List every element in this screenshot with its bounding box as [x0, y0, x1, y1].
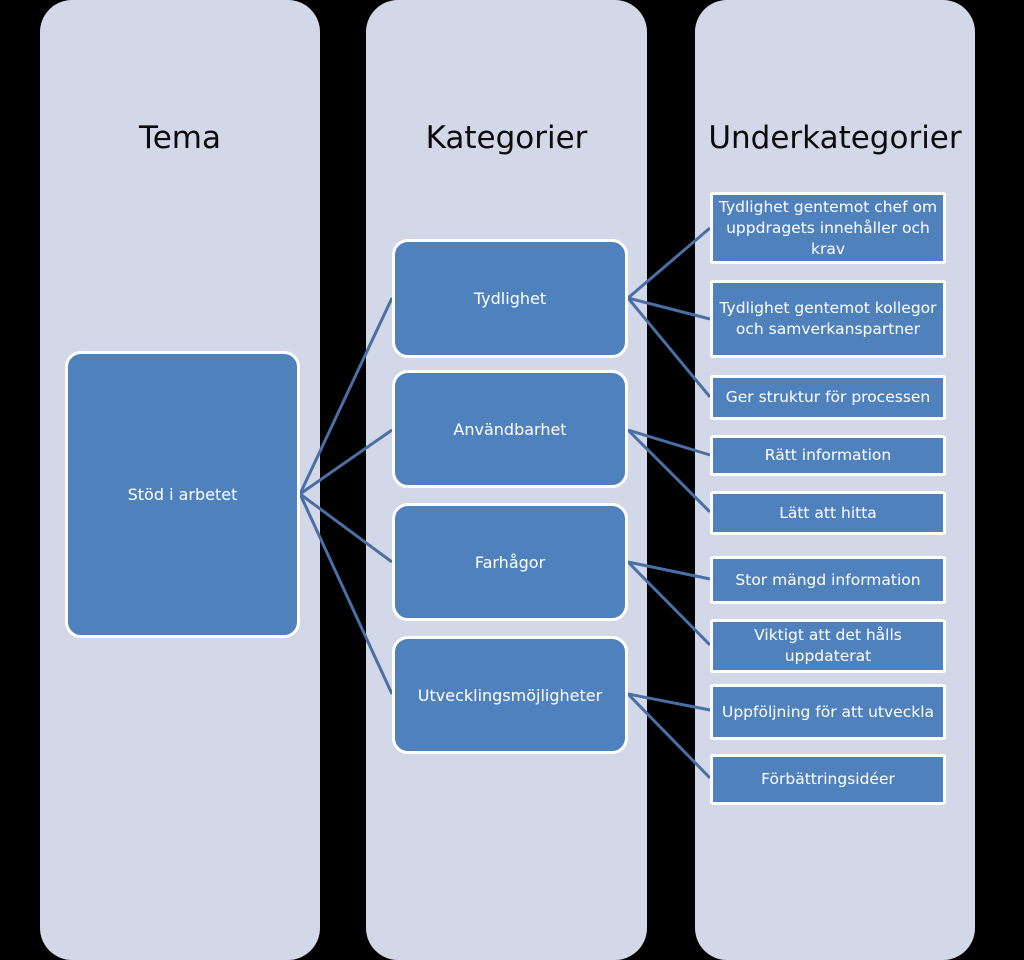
column-header-underkategorier: Underkategorier	[708, 120, 962, 156]
subcategory-box-5: Lätt att hitta	[710, 491, 946, 535]
connector-theme-utvecklingsmojligheter	[298, 493, 394, 695]
column-header-kategorier: Kategorier	[425, 120, 588, 156]
category-box-anvandbarhet: Användbarhet	[392, 370, 628, 488]
connector-theme-tydlighet	[298, 297, 394, 495]
connector-tydlighet-sub2	[627, 296, 711, 321]
connector-anvandbarhet-sub5	[626, 428, 712, 514]
subcategory-box-8: Uppföljning för att utveckla	[710, 684, 946, 740]
connector-theme-farhagor	[299, 492, 393, 564]
subcategory-box-7: Viktigt att det hålls uppdaterat	[710, 619, 946, 673]
subcategory-box-6: Stor mängd information	[710, 556, 946, 604]
connector-tydlighet-sub1	[627, 226, 711, 300]
column-header-tema: Tema	[139, 120, 221, 156]
subcategory-box-4: Rätt information	[710, 435, 946, 476]
connector-utveckling-sub9	[626, 692, 712, 780]
category-box-utvecklingsmojligheter: Utvecklingsmöjligheter	[392, 636, 628, 754]
category-box-tydlighet: Tydlighet	[392, 239, 628, 358]
connector-tydlighet-sub3	[626, 297, 712, 398]
subcategory-box-9: Förbättringsidéer	[710, 754, 946, 805]
subcategory-box-3: Ger struktur för processen	[710, 375, 946, 420]
connector-utveckling-sub8	[627, 692, 711, 712]
category-box-farhagor: Farhågor	[392, 503, 628, 621]
subcategory-box-1: Tydlighet gentemot chef om uppdragets in…	[710, 192, 946, 264]
connector-farhagor-sub7	[626, 560, 712, 647]
connector-anvandbarhet-sub4	[627, 428, 711, 457]
connector-theme-anvandbarhet	[299, 428, 393, 496]
theme-box: Stöd i arbetet	[65, 351, 300, 638]
subcategory-box-2: Tydlighet gentemot kollegor och samverka…	[710, 280, 946, 358]
connector-farhagor-sub6	[627, 560, 711, 581]
